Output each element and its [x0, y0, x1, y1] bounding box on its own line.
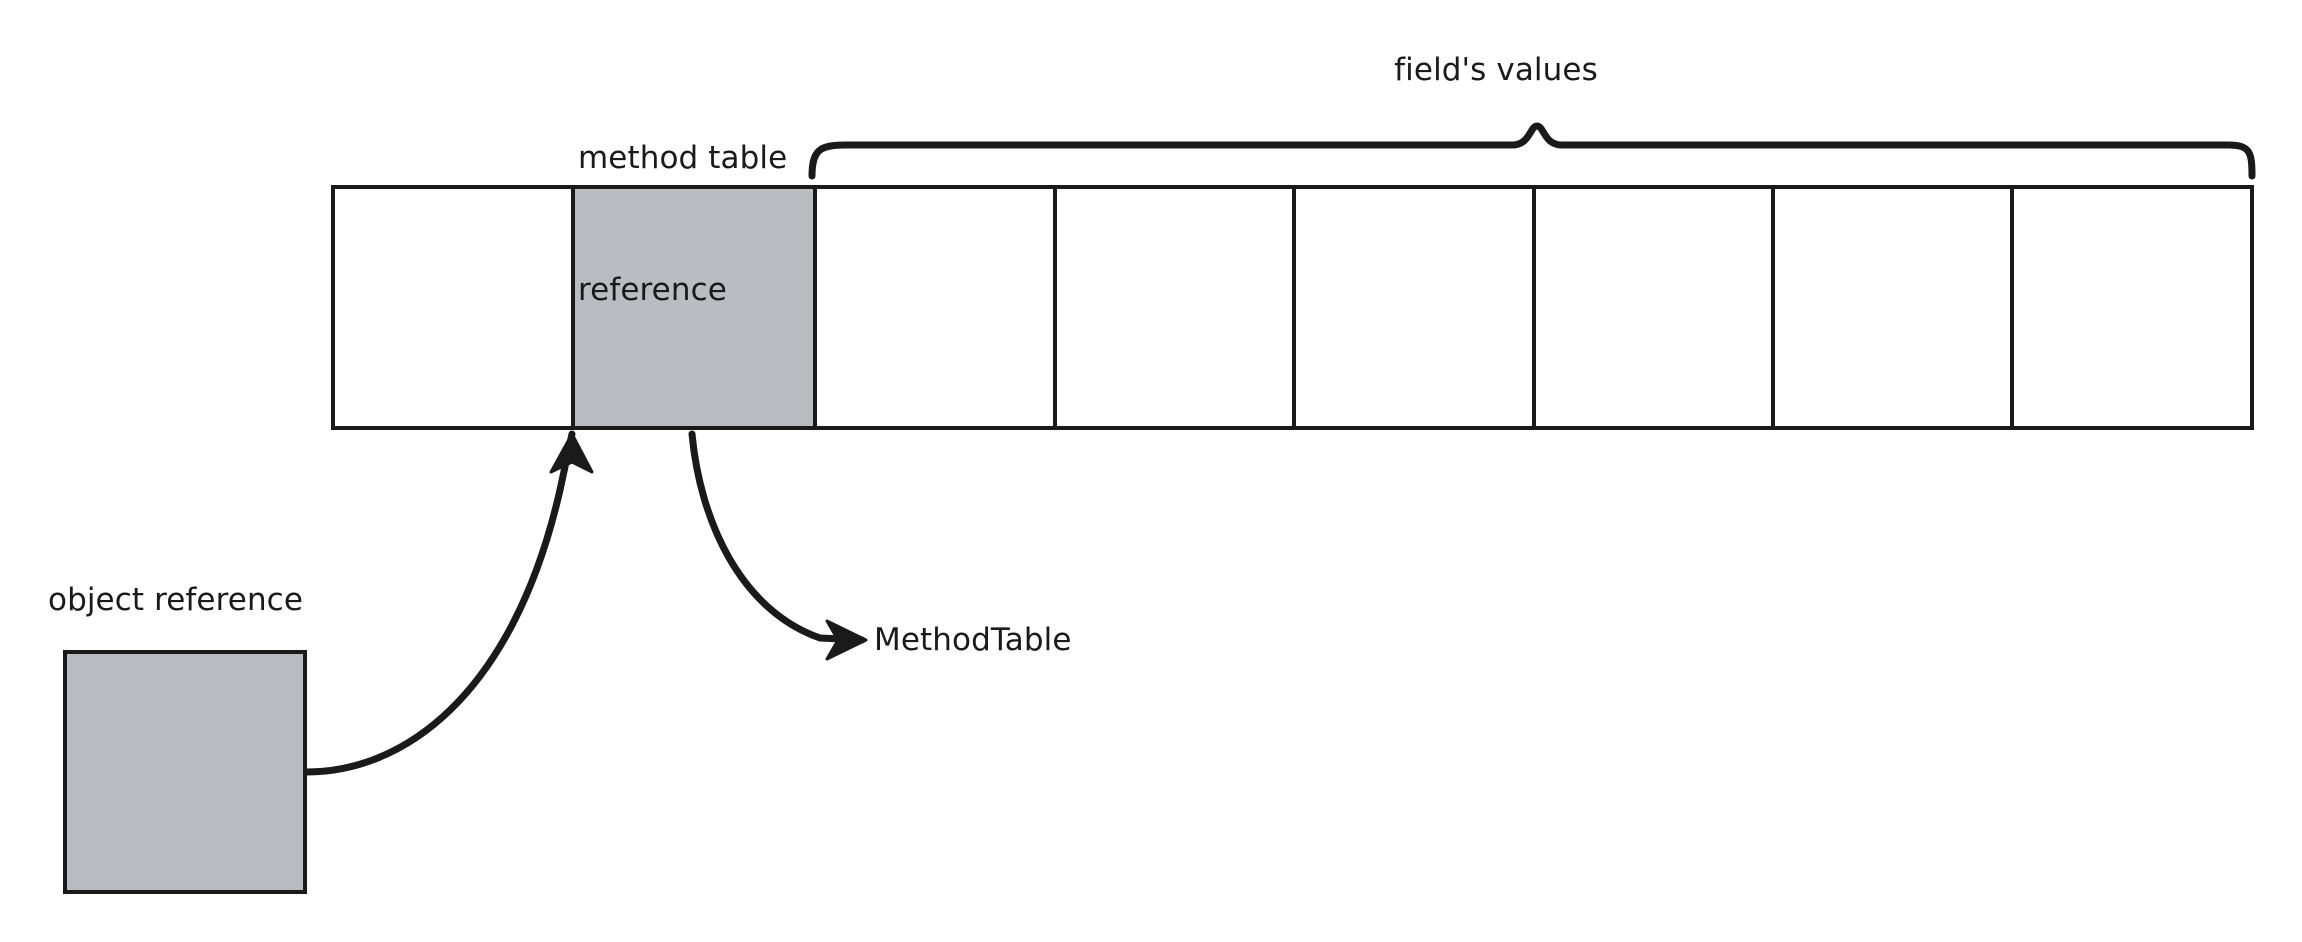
label-method-table-reference: method table reference: [578, 48, 787, 400]
label-method-table-target: MethodTable: [874, 622, 1072, 658]
label-method-table-reference-line1: method table: [578, 140, 788, 176]
object-row-cell-4: [1294, 187, 1534, 428]
object-row-cell-3: [1055, 187, 1294, 428]
label-object-reference: object reference: [48, 582, 304, 618]
object-reference-box: [63, 650, 307, 894]
arrow-cell-to-method-table-label: [688, 430, 868, 661]
label-fields-values: field's values: [1394, 52, 1598, 88]
object-row-cell-0: [333, 187, 573, 428]
object-memory-row: [331, 185, 2254, 430]
object-row-cell-7: [2012, 187, 2252, 428]
object-row-cell-5: [1534, 187, 1773, 428]
object-row-cell-2: [815, 187, 1055, 428]
object-row-cell-1-method-table-reference: [573, 187, 815, 428]
fields-values-brace: [808, 122, 2256, 180]
label-method-table-reference-line2: reference: [578, 272, 727, 308]
object-row-cell-6: [1773, 187, 2012, 428]
arrow-object-reference-to-cell: [303, 430, 594, 776]
